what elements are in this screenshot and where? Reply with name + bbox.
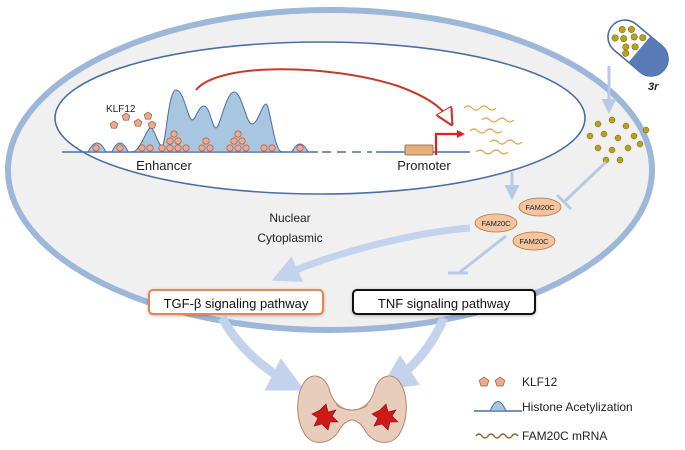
enhancer-label: Enhancer bbox=[136, 158, 192, 173]
fam20c-protein: FAM20C bbox=[518, 197, 562, 217]
cytoplasmic-label: Cytoplasmic bbox=[257, 231, 322, 245]
legend-klf12-icon bbox=[478, 376, 490, 387]
svg-text:FAM20C: FAM20C bbox=[519, 237, 549, 246]
nucleus bbox=[54, 41, 586, 195]
legend-histone-icon bbox=[489, 401, 507, 412]
klf12-pentagon bbox=[109, 120, 119, 129]
tnf-to-thyroid-arrow bbox=[380, 316, 449, 390]
fam20c-protein: FAM20C bbox=[512, 231, 556, 251]
nuclear-label: Nuclear bbox=[269, 211, 310, 225]
tnf-pathway-box: TNF signaling pathway bbox=[352, 289, 536, 315]
promoter-label: Promoter bbox=[397, 158, 451, 173]
thyroid-gland bbox=[297, 375, 407, 443]
svg-text:FAM20C: FAM20C bbox=[525, 203, 555, 212]
klf12-label: KLF12 bbox=[106, 104, 136, 115]
klf12-bound bbox=[92, 144, 100, 152]
legend-klf12-label: KLF12 bbox=[522, 375, 558, 389]
klf12-pentagon bbox=[133, 118, 143, 127]
legend: KLF12 Histone Acetylization FAM20C mRNA bbox=[474, 375, 633, 443]
fam20c-tnf-inhibition-line bbox=[459, 234, 507, 274]
klf12-pentagon bbox=[147, 120, 157, 129]
tgf-beta-pathway-box: TGF-β signaling pathway bbox=[148, 289, 324, 315]
fam20c-protein: FAM20C bbox=[474, 213, 518, 233]
tnf-pathway-label: TNF signaling pathway bbox=[377, 296, 511, 311]
enhancer-promoter-arrow bbox=[195, 68, 448, 118]
tgf-to-thyroid-arrow bbox=[218, 315, 305, 391]
klf12-pentagon bbox=[121, 112, 131, 121]
svg-text:FAM20C: FAM20C bbox=[481, 219, 511, 228]
drug-capsule bbox=[607, 19, 669, 77]
legend-mrna-icon bbox=[475, 433, 519, 439]
drug-label: 3r bbox=[648, 81, 659, 93]
legend-mrna-label: FAM20C mRNA bbox=[522, 429, 607, 443]
capsule-dots bbox=[611, 25, 647, 57]
promoter-block bbox=[404, 144, 434, 156]
free-klf12 bbox=[109, 111, 157, 129]
legend-histone-label: Histone Acetylization bbox=[522, 400, 633, 414]
fam20c-mrna-nucleus bbox=[463, 105, 523, 155]
drug-inhibition-line bbox=[562, 160, 608, 204]
tumor-lesion bbox=[311, 403, 399, 431]
drug-inhibition-bar bbox=[555, 193, 573, 211]
enhancer-klf12-cluster bbox=[92, 130, 304, 152]
klf12-pentagon bbox=[143, 111, 153, 120]
legend-klf12-icon bbox=[494, 376, 506, 387]
fam20c-to-tgf-arrow bbox=[271, 224, 471, 282]
transcription-arrowhead bbox=[457, 130, 465, 138]
transcription-start-arrow bbox=[434, 132, 458, 155]
tgf-beta-pathway-label: TGF-β signaling pathway bbox=[163, 296, 309, 311]
